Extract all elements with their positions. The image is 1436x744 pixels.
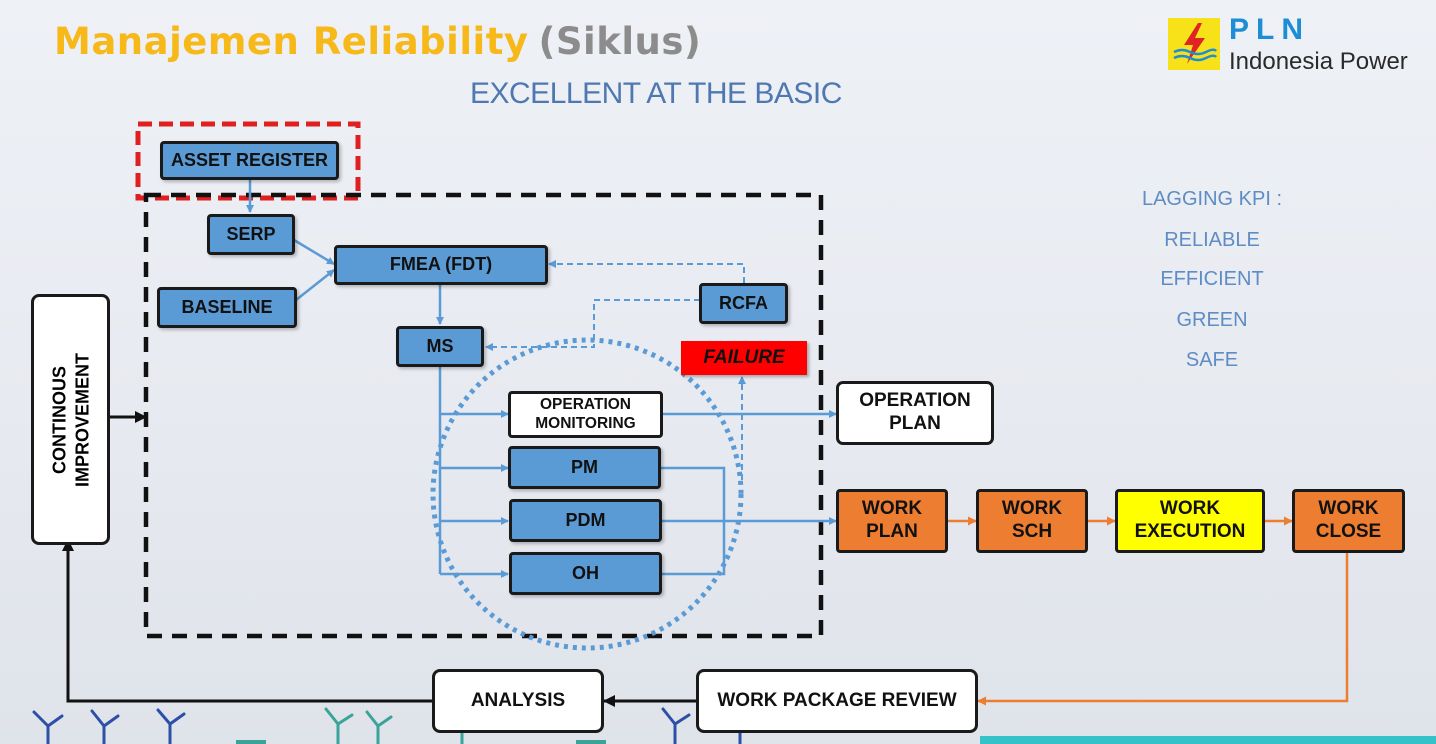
feedback-dashed-connectors <box>485 260 746 480</box>
lightning-logo-icon <box>1168 18 1220 70</box>
work-sch-line2: SCH <box>1011 521 1053 542</box>
work-close-line2: CLOSE <box>1315 521 1382 542</box>
pln-logo: PLN Indonesia Power <box>1168 13 1423 76</box>
logo-subtitle: Indonesia Power <box>1229 48 1408 75</box>
work-plan-line2: PLAN <box>866 521 918 542</box>
analysis-box: ANALYSIS <box>432 669 604 733</box>
work-sch-box: WORK SCH <box>976 489 1088 553</box>
kpi-item-reliable: RELIABLE <box>1164 229 1260 251</box>
operation-monitoring-line1: OPERATION <box>540 395 631 413</box>
kpi-item-safe: SAFE <box>1185 349 1239 371</box>
rcfa-box: RCFA <box>699 283 788 324</box>
kpi-item-efficient: EFFICIENT <box>1160 268 1264 290</box>
title-paren: (Siklus) <box>538 20 702 63</box>
oh-box: OH <box>509 552 662 595</box>
asset-register-highlight <box>135 121 361 201</box>
pdm-box: PDM <box>509 499 662 542</box>
asset-register-box: ASSET REGISTER <box>160 141 339 180</box>
work-execution-box: WORK EXECUTION <box>1115 489 1265 553</box>
logo-name: PLN <box>1229 13 1310 46</box>
work-package-review-box: WORK PACKAGE REVIEW <box>696 669 978 733</box>
work-execution-line1: WORK <box>1159 498 1221 520</box>
continuous-improvement-line1: CONTINOUS <box>49 365 69 474</box>
title-main: Manajemen Reliability <box>54 20 529 63</box>
blue-flow-connectors <box>246 180 837 578</box>
operation-plan-box: OPERATION PLAN <box>836 381 994 445</box>
continuous-improvement-box: CONTINOUS IMPROVEMENT <box>31 294 110 545</box>
work-sch-line1: WORK <box>1001 498 1063 520</box>
work-execution-line2: EXECUTION <box>1134 521 1246 542</box>
baseline-box: BASELINE <box>157 287 297 328</box>
ms-box: MS <box>396 326 484 367</box>
serp-box: SERP <box>207 214 295 255</box>
work-plan-line1: WORK <box>861 498 923 520</box>
work-plan-box: WORK PLAN <box>836 489 948 553</box>
review-return-connectors <box>62 411 696 707</box>
failure-box: FAILURE <box>681 341 807 375</box>
kpi-item-green: GREEN <box>1176 309 1248 331</box>
work-close-box: WORK CLOSE <box>1292 489 1405 553</box>
continuous-improvement-label: CONTINOUS IMPROVEMENT <box>48 352 93 486</box>
subtitle: EXCELLENT AT THE BASIC <box>470 77 842 110</box>
slide-title: Manajemen Reliability(Siklus) <box>54 20 701 63</box>
pm-box: PM <box>508 446 661 489</box>
operation-plan-line2: PLAN <box>889 413 941 434</box>
operation-monitoring-line2: MONITORING <box>535 414 636 432</box>
work-close-line1: WORK <box>1318 498 1379 520</box>
operation-plan-line1: OPERATION <box>859 390 971 412</box>
fmea-box: FMEA (FDT) <box>334 245 548 285</box>
maintenance-strategy-circle <box>430 337 744 651</box>
continuous-improvement-line2: IMPROVEMENT <box>71 352 92 487</box>
operation-monitoring-box: OPERATION MONITORING <box>508 391 663 438</box>
work-flow-connectors <box>948 516 1349 706</box>
kpi-title: LAGGING KPI : <box>1141 188 1283 210</box>
